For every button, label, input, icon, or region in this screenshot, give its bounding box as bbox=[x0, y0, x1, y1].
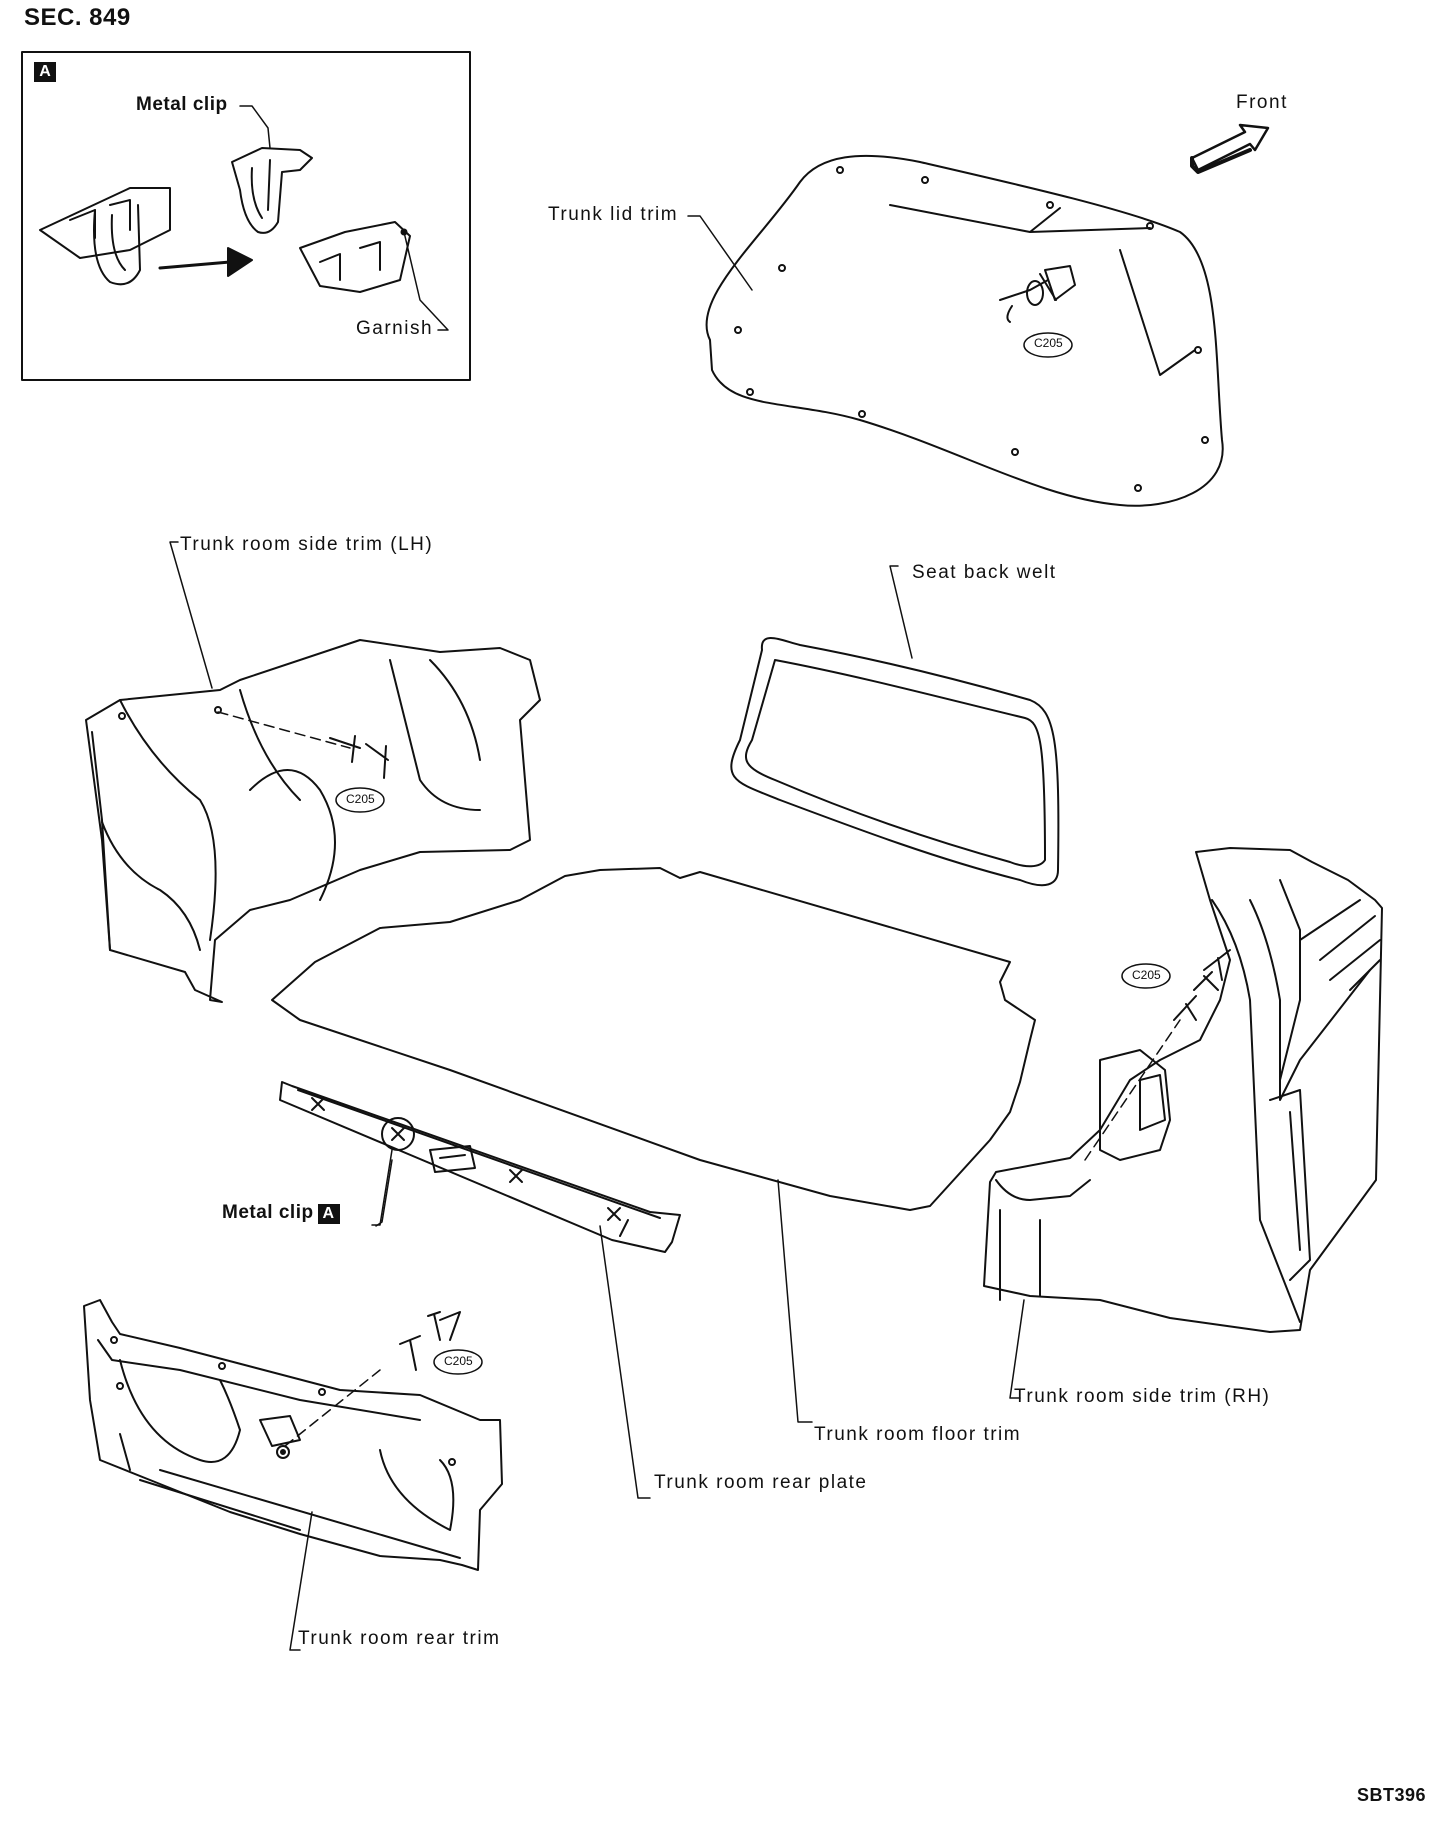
inset-metal-clip-label: Metal clip bbox=[136, 94, 228, 115]
inset-garnish-label: Garnish bbox=[356, 318, 434, 339]
floor-trim-shape bbox=[271, 867, 1036, 1423]
figure-code: SBT396 bbox=[1356, 1785, 1426, 1805]
fastener-code-lh: C205 bbox=[346, 792, 375, 806]
inset-detail-a bbox=[21, 51, 471, 381]
metal-clip-ref-badge: A bbox=[317, 1204, 340, 1224]
trunk-lid-trim-shape bbox=[687, 154, 1224, 507]
rear-plate-label: Trunk room rear plate bbox=[654, 1472, 868, 1493]
fastener-code-lid: C205 bbox=[1034, 336, 1063, 350]
seat-back-welt-shape bbox=[730, 565, 1060, 887]
side-trim-lh-label: Trunk room side trim (LH) bbox=[180, 534, 434, 555]
section-number: SEC. 849 bbox=[24, 4, 131, 31]
fastener-code-rh: C205 bbox=[1132, 968, 1161, 982]
metal-clip-a-leader bbox=[371, 1149, 393, 1226]
side-trim-rh-label: Trunk room side trim (RH) bbox=[1014, 1386, 1271, 1407]
trunk-lid-trim-label: Trunk lid trim bbox=[548, 204, 679, 225]
rear-trim-label: Trunk room rear trim bbox=[298, 1628, 501, 1649]
metal-clip-ref-text: Metal clip bbox=[222, 1202, 314, 1223]
front-arrow bbox=[1190, 123, 1270, 174]
rear-trim-shape bbox=[83, 1299, 503, 1651]
seat-back-welt-label: Seat back welt bbox=[912, 562, 1057, 583]
side-trim-rh-shape bbox=[983, 847, 1383, 1399]
side-trim-lh-shape bbox=[85, 541, 541, 1003]
front-label: Front bbox=[1236, 92, 1288, 113]
inset-badge-a: A bbox=[34, 62, 56, 82]
floor-trim-label: Trunk room floor trim bbox=[814, 1424, 1022, 1445]
fastener-code-rear: C205 bbox=[444, 1354, 473, 1368]
rear-plate-shape bbox=[279, 1081, 681, 1499]
